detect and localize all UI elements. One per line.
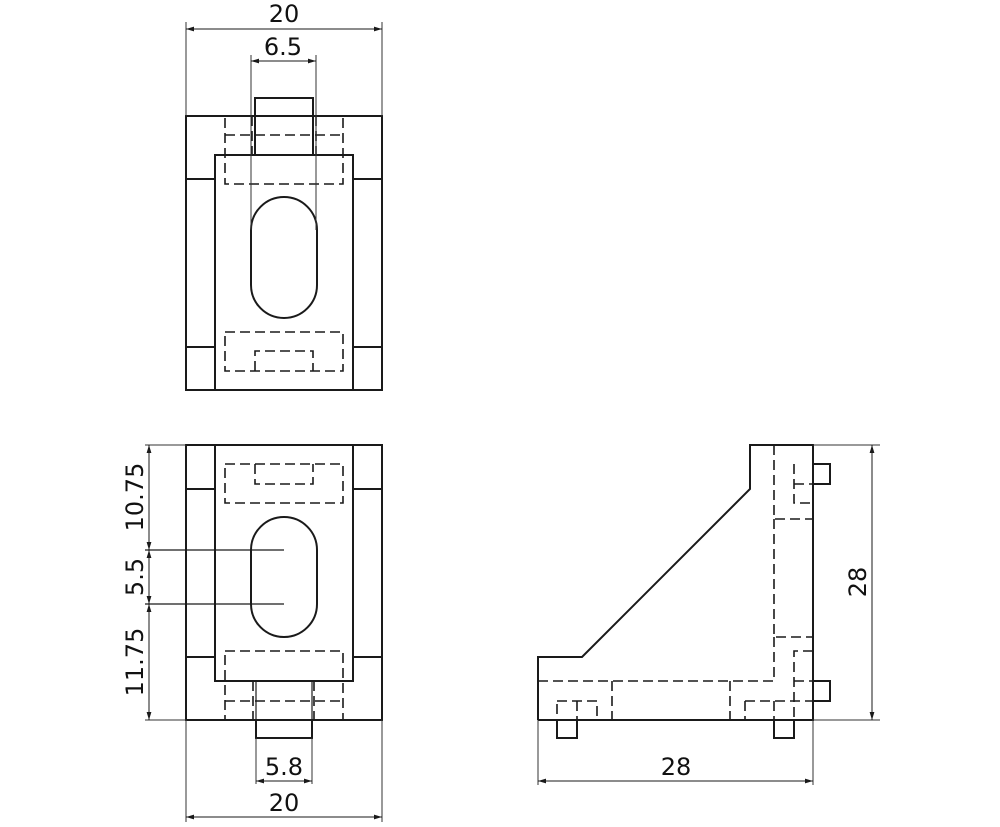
front-view: 10.75 5.5 11.75 5.8 20: [121, 444, 383, 822]
top-view: 20 6.5: [185, 0, 383, 391]
front-bottom-hidden-pocket: [224, 650, 344, 721]
dim-text-slot-width: 6.5: [264, 33, 302, 61]
bottom-tab: [255, 720, 313, 739]
top-tab: [254, 97, 314, 116]
dim-text-10-75: 10.75: [121, 463, 149, 532]
side-top-tab: [813, 463, 831, 485]
top-view-inner-plate: [214, 154, 354, 391]
front-top-hidden-pocket: [224, 463, 344, 504]
dim-text-height: 28: [844, 567, 872, 598]
side-view: 28 28: [537, 444, 880, 785]
dim-text-tab-width: 5.8: [265, 753, 303, 781]
side-bottom-tab-right: [773, 720, 795, 739]
side-right-tab: [813, 680, 831, 702]
front-view-slot: [250, 516, 318, 638]
dim-text-5-5: 5.5: [121, 558, 149, 596]
side-view-outline: [537, 444, 814, 721]
front-view-inner-plate: [214, 444, 354, 682]
dim-text-length: 28: [661, 753, 692, 781]
top-hidden-pocket: [224, 115, 344, 185]
top-view-slot: [250, 196, 318, 319]
dim-text-top-width: 20: [269, 0, 300, 28]
bottom-hidden-pocket: [224, 331, 344, 372]
dim-text-11-75: 11.75: [121, 628, 149, 697]
dim-text-front-width: 20: [269, 789, 300, 817]
side-bottom-tab-left: [556, 720, 578, 739]
